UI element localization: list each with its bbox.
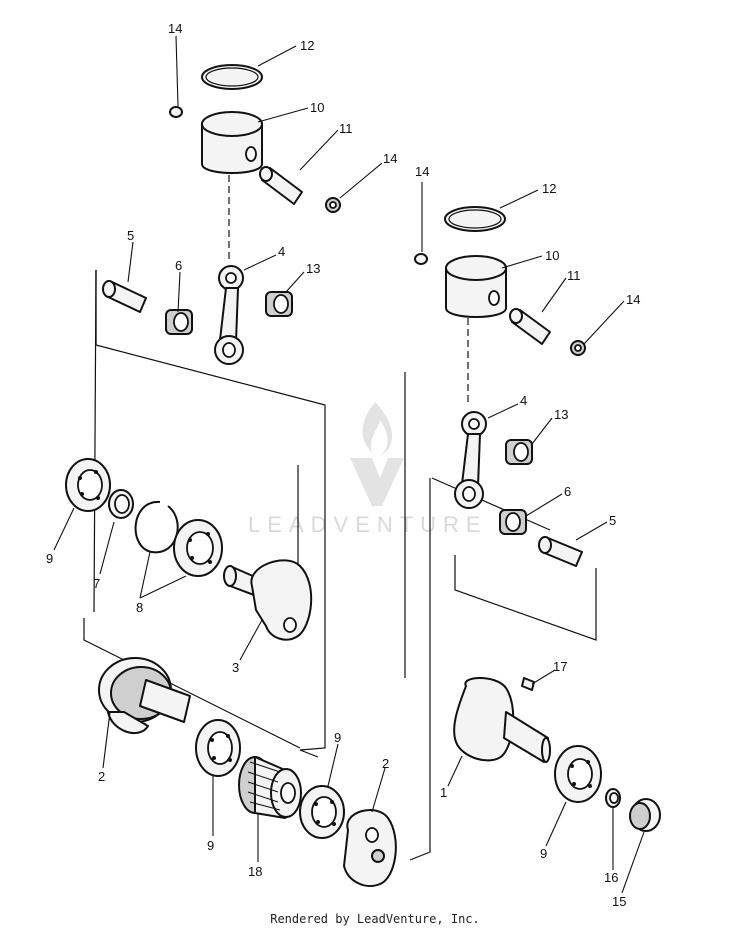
right-wrist-pin <box>509 308 551 345</box>
callout-13: 13 <box>306 261 320 276</box>
left-snap-ring-small <box>108 489 134 519</box>
right-crankshaft <box>453 677 551 763</box>
callout-12: 12 <box>542 181 556 196</box>
callout-14: 14 <box>626 292 640 307</box>
right-end-cap <box>629 798 661 832</box>
callout-5: 5 <box>127 228 134 243</box>
left-crankshaft-half <box>223 559 313 641</box>
watermark: LEADVENTURE <box>248 402 488 537</box>
watermark-flame-icon <box>362 402 393 456</box>
callout-14: 14 <box>383 151 397 166</box>
left-inner-ball-bearing <box>173 519 223 577</box>
right-piston-clip-outer <box>414 253 428 265</box>
callout-11: 11 <box>567 268 581 283</box>
callout-4: 4 <box>278 244 285 259</box>
left-piston-clip-outer <box>169 106 183 118</box>
callout-18: 18 <box>248 864 262 879</box>
right-piston-ring <box>444 206 506 232</box>
right-piston <box>445 255 507 318</box>
right-connecting-rod <box>454 411 487 509</box>
callout-11: 11 <box>339 121 353 136</box>
left-snap-ring-large <box>134 500 179 554</box>
left-piston-ring <box>201 64 263 90</box>
center-ball-bearing-right <box>299 785 345 839</box>
callout-1: 1 <box>440 785 447 800</box>
left-pin <box>102 280 147 313</box>
callout-2: 2 <box>382 756 389 771</box>
callout-6: 6 <box>175 258 182 273</box>
left-needle-bearing-lower <box>165 309 193 335</box>
right-snap-ring <box>605 788 621 808</box>
callout-5: 5 <box>609 513 616 528</box>
right-needle-bearing-lower <box>499 509 527 535</box>
callout-4: 4 <box>520 393 527 408</box>
callout-8: 8 <box>136 600 143 615</box>
labyrinth-seal <box>238 756 302 819</box>
right-needle-bearing-upper <box>505 439 533 465</box>
leader-lines <box>53 35 645 894</box>
callout-13: 13 <box>554 407 568 422</box>
callout-10: 10 <box>545 248 559 263</box>
callout-3: 3 <box>232 660 239 675</box>
callout-9: 9 <box>334 730 341 745</box>
callout-15: 15 <box>612 894 626 909</box>
callout-12: 12 <box>300 38 314 53</box>
callout-9: 9 <box>540 846 547 861</box>
left-connecting-rod <box>214 265 244 365</box>
watermark-text: LEADVENTURE <box>248 512 488 537</box>
center-crank-web <box>343 809 397 887</box>
callout-labels: 14 12 10 11 14 14 12 10 11 14 5 6 4 13 4… <box>46 21 640 909</box>
callout-14: 14 <box>168 21 182 36</box>
right-piston-clip-inner <box>570 340 586 356</box>
callout-2: 2 <box>98 769 105 784</box>
right-ball-bearing <box>554 745 602 803</box>
callout-9: 9 <box>46 551 53 566</box>
callout-17: 17 <box>553 659 567 674</box>
left-outer-ball-bearing <box>65 458 111 512</box>
footer-credit: Rendered by LeadVenture, Inc. <box>270 912 480 926</box>
left-piston-clip-inner <box>325 197 341 213</box>
callout-7: 7 <box>93 576 100 591</box>
left-needle-bearing-upper <box>265 291 293 317</box>
center-crankshaft-half <box>98 657 191 735</box>
callout-14: 14 <box>415 164 429 179</box>
callout-9: 9 <box>207 838 214 853</box>
watermark-v-icon <box>350 458 404 506</box>
callout-16: 16 <box>604 870 618 885</box>
callout-10: 10 <box>310 100 324 115</box>
left-piston <box>201 111 263 174</box>
woodruff-key <box>521 677 535 691</box>
center-ball-bearing-left <box>195 719 241 777</box>
left-wrist-pin <box>259 166 303 205</box>
callout-6: 6 <box>564 484 571 499</box>
right-pin <box>538 536 583 567</box>
